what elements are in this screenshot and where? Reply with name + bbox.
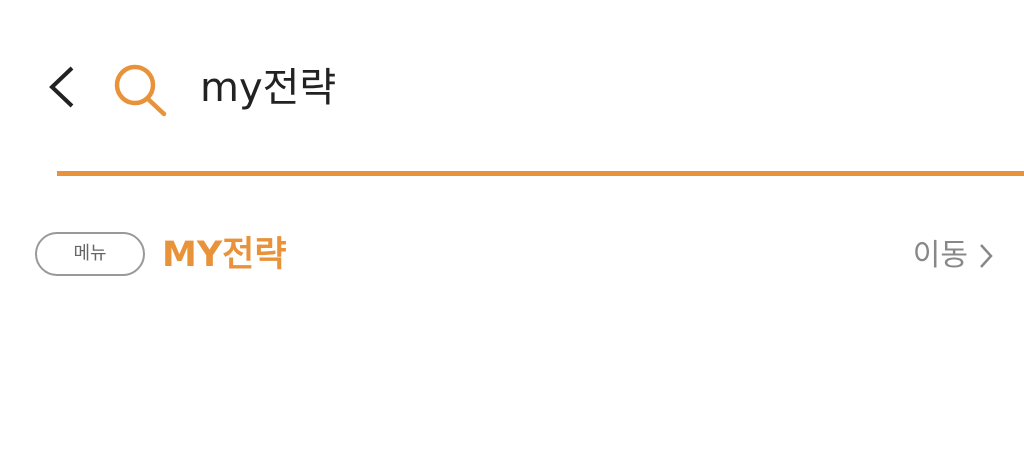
back-icon[interactable] [44,62,84,112]
go-label: 이동 [912,238,968,273]
result-title[interactable]: MY전략 [162,235,287,275]
search-input[interactable]: my전략 [200,65,337,111]
search-icon [114,64,167,117]
search-underline [57,171,1024,176]
menu-badge: 메뉴 [35,232,145,276]
go-button[interactable]: 이동 [913,236,994,276]
chevron-right-icon [980,244,993,268]
